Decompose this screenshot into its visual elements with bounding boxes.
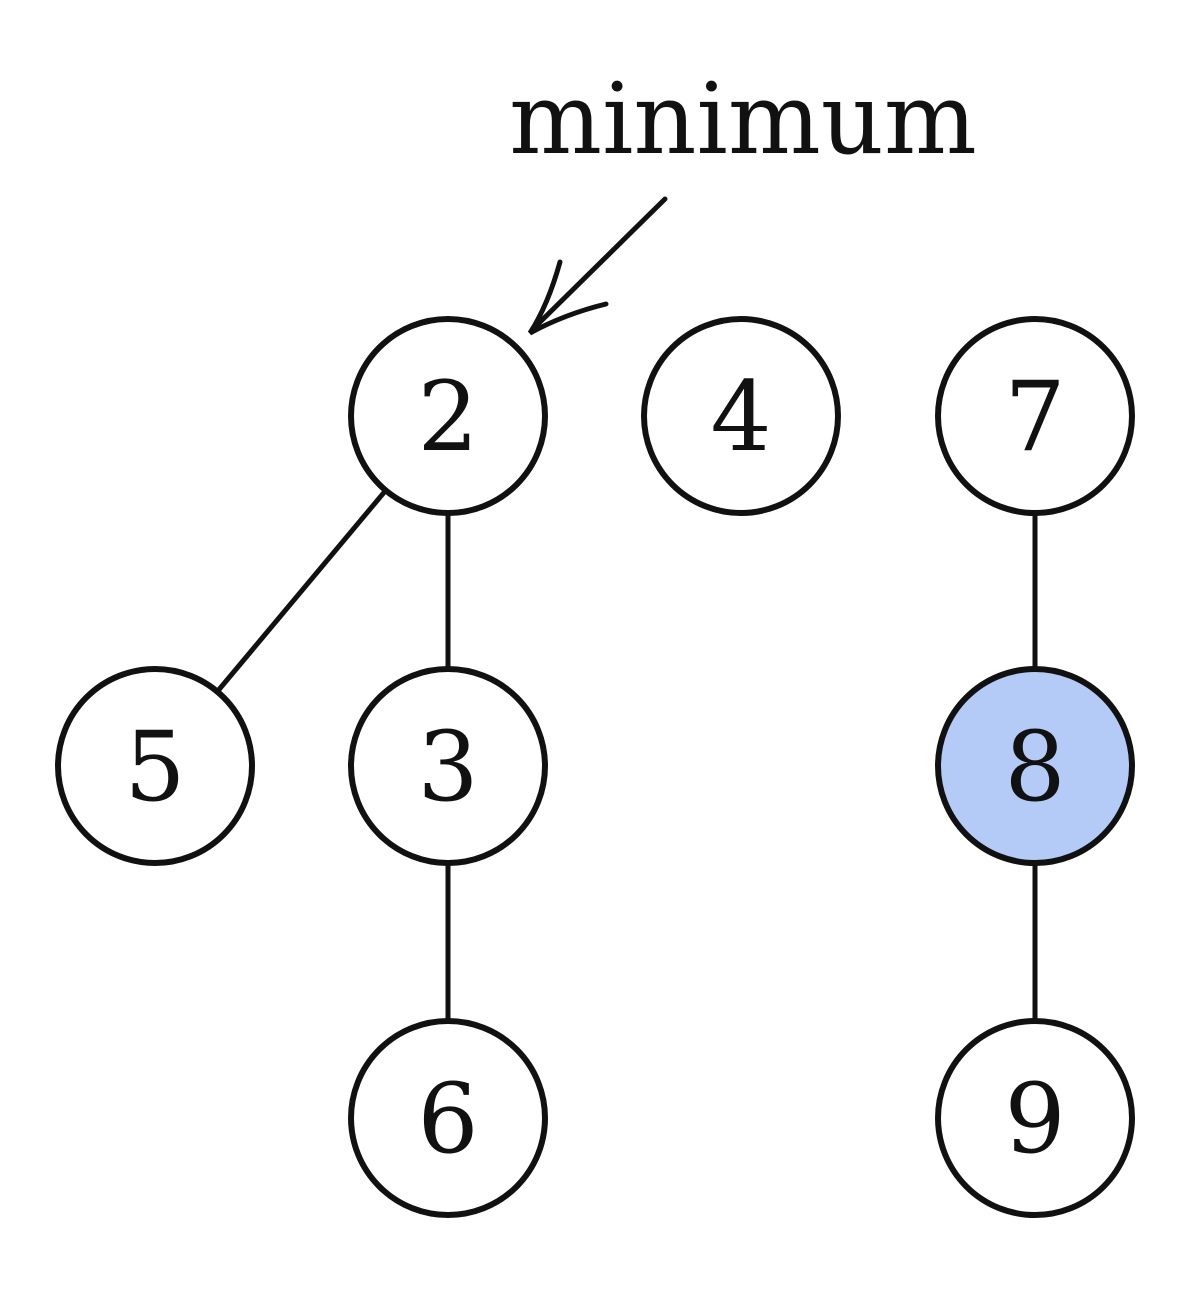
node-label-4: 4	[710, 361, 771, 473]
node-label-3: 3	[417, 711, 478, 823]
node-4: 4	[641, 316, 841, 516]
node-9: 9	[935, 1018, 1135, 1218]
node-circle-3	[348, 666, 548, 866]
node-label-6: 6	[417, 1063, 478, 1175]
node-label-2: 2	[417, 361, 478, 473]
node-circle-5	[55, 666, 255, 866]
minimum-label: minimum	[509, 63, 977, 177]
arrow-shaft	[532, 196, 668, 330]
edge-2-5	[214, 487, 389, 695]
arrow-head	[527, 259, 609, 336]
node-circle-7	[935, 316, 1135, 516]
node-circle-8	[935, 666, 1135, 866]
node-3: 3	[348, 666, 548, 866]
minimum-pointer-arrow	[527, 196, 668, 336]
node-5: 5	[55, 666, 255, 866]
node-label-8: 8	[1004, 711, 1065, 823]
nodes: 2 4 7 5 3 8 6 9	[55, 316, 1135, 1218]
node-circle-2	[348, 316, 548, 516]
node-label-5: 5	[124, 711, 185, 823]
node-2: 2	[348, 316, 548, 516]
node-8: 8	[935, 666, 1135, 866]
node-circle-6	[348, 1018, 548, 1218]
edges	[214, 487, 1038, 1024]
node-6: 6	[348, 1018, 548, 1218]
node-circle-9	[935, 1018, 1135, 1218]
node-label-7: 7	[1004, 361, 1065, 473]
node-circle-4	[641, 316, 841, 516]
node-label-9: 9	[1004, 1063, 1065, 1175]
node-7: 7	[935, 316, 1135, 516]
